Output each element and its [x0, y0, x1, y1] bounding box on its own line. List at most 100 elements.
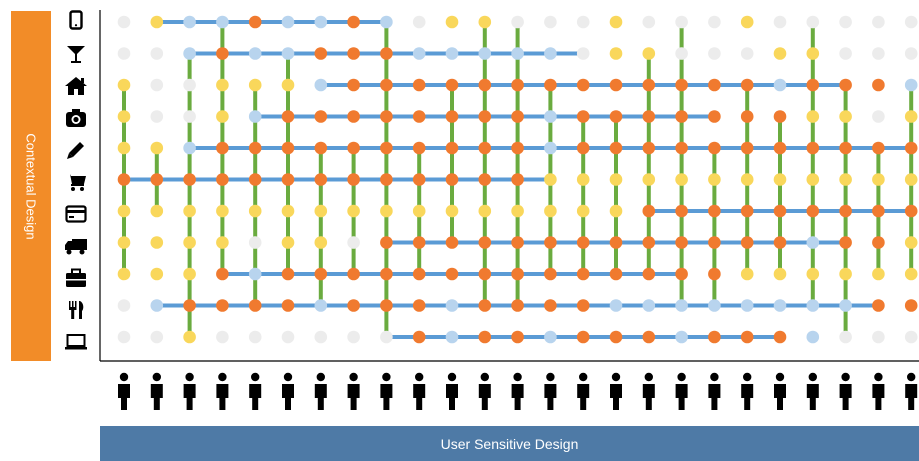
- orange-dot: [576, 267, 590, 281]
- orange-dot: [708, 204, 721, 218]
- gray-dot: [117, 47, 131, 60]
- orange-dot: [609, 78, 623, 92]
- orange-dot: [511, 236, 524, 249]
- gray-dot: [150, 330, 164, 344]
- orange-dot: [281, 267, 295, 281]
- orange-dot: [511, 299, 524, 312]
- orange-dot: [478, 299, 492, 312]
- yellow-dot: [511, 204, 524, 218]
- orange-dot: [740, 141, 754, 155]
- blue-dot: [544, 47, 557, 60]
- person-body: [642, 384, 655, 410]
- blue-dot: [773, 299, 787, 312]
- orange-dot: [281, 110, 295, 123]
- orange-dot: [872, 78, 885, 92]
- person-body: [380, 384, 393, 410]
- blue-dot: [412, 47, 426, 60]
- blue-dot: [314, 299, 328, 312]
- yellow-dot: [675, 173, 688, 186]
- grid-dots-layer: [117, 15, 918, 344]
- person-body: [446, 384, 458, 410]
- orange-dot: [773, 236, 787, 249]
- yellow-dot: [314, 236, 328, 249]
- person-head: [316, 372, 325, 382]
- person-icon: [675, 372, 688, 410]
- gray-dot: [150, 110, 164, 123]
- person-body: [282, 384, 294, 410]
- orange-dot: [183, 173, 196, 186]
- orange-dot: [675, 204, 688, 218]
- orange-dot: [511, 141, 524, 155]
- gray-dot: [708, 15, 721, 29]
- yellow-dot: [314, 204, 328, 218]
- orange-dot: [773, 204, 787, 218]
- person-icon: [314, 372, 327, 410]
- yellow-dot: [609, 173, 623, 186]
- gray-dot: [806, 15, 820, 29]
- orange-dot: [478, 236, 492, 249]
- orange-dot: [380, 267, 393, 281]
- person-icon: [544, 372, 557, 410]
- person-icon: [642, 372, 655, 410]
- person-body: [183, 384, 196, 410]
- yellow-dot: [183, 236, 196, 249]
- orange-dot: [740, 78, 754, 92]
- gray-dot: [872, 15, 885, 29]
- orange-dot: [904, 299, 918, 312]
- yellow-dot: [576, 173, 590, 186]
- gray-dot: [544, 15, 557, 29]
- person-body: [839, 384, 852, 410]
- person-head: [677, 372, 686, 382]
- yellow-dot: [872, 173, 885, 186]
- orange-dot: [412, 267, 426, 281]
- orange-dot: [839, 236, 852, 249]
- orange-dot: [347, 78, 360, 92]
- yellow-dot: [150, 267, 164, 281]
- person-icon: [446, 372, 458, 410]
- orange-dot: [183, 299, 196, 312]
- person-icon: [478, 372, 491, 410]
- orange-dot: [347, 15, 360, 29]
- blue-dot: [806, 236, 820, 249]
- orange-dot: [347, 267, 360, 281]
- orange-dot: [576, 110, 590, 123]
- yellow-dot: [904, 267, 918, 281]
- orange-dot: [478, 78, 492, 92]
- orange-dot: [675, 141, 688, 155]
- yellow-dot: [445, 15, 459, 29]
- orange-dot: [478, 267, 492, 281]
- person-head: [382, 372, 391, 382]
- person-head: [480, 372, 489, 382]
- orange-dot: [216, 267, 229, 281]
- person-head: [808, 372, 817, 382]
- orange-dot: [478, 110, 492, 123]
- truck-icon: [62, 235, 90, 257]
- yellow-dot: [117, 141, 131, 155]
- orange-dot: [412, 110, 426, 123]
- shopping-cart-icon: [62, 171, 90, 193]
- orange-dot: [839, 204, 852, 218]
- person-body: [577, 384, 590, 410]
- person-body: [741, 384, 754, 410]
- orange-dot: [511, 110, 524, 123]
- orange-dot: [314, 110, 328, 123]
- orange-dot: [708, 236, 721, 249]
- yellow-dot: [740, 267, 754, 281]
- orange-dot: [609, 141, 623, 155]
- laptop-icon: [62, 331, 90, 353]
- person-head: [644, 372, 653, 382]
- orange-dot: [675, 267, 688, 281]
- orange-dot: [511, 267, 524, 281]
- contextual-design-label: Contextual Design: [11, 11, 51, 361]
- orange-dot: [347, 141, 360, 155]
- orange-dot: [478, 141, 492, 155]
- orange-dot: [478, 330, 492, 344]
- orange-dot: [708, 330, 721, 344]
- cutlery-icon: [62, 299, 90, 321]
- orange-dot: [675, 78, 688, 92]
- person-head: [579, 372, 588, 382]
- yellow-dot: [281, 236, 295, 249]
- yellow-dot: [150, 15, 164, 29]
- yellow-dot: [183, 330, 196, 344]
- category-icon-column: [62, 9, 90, 350]
